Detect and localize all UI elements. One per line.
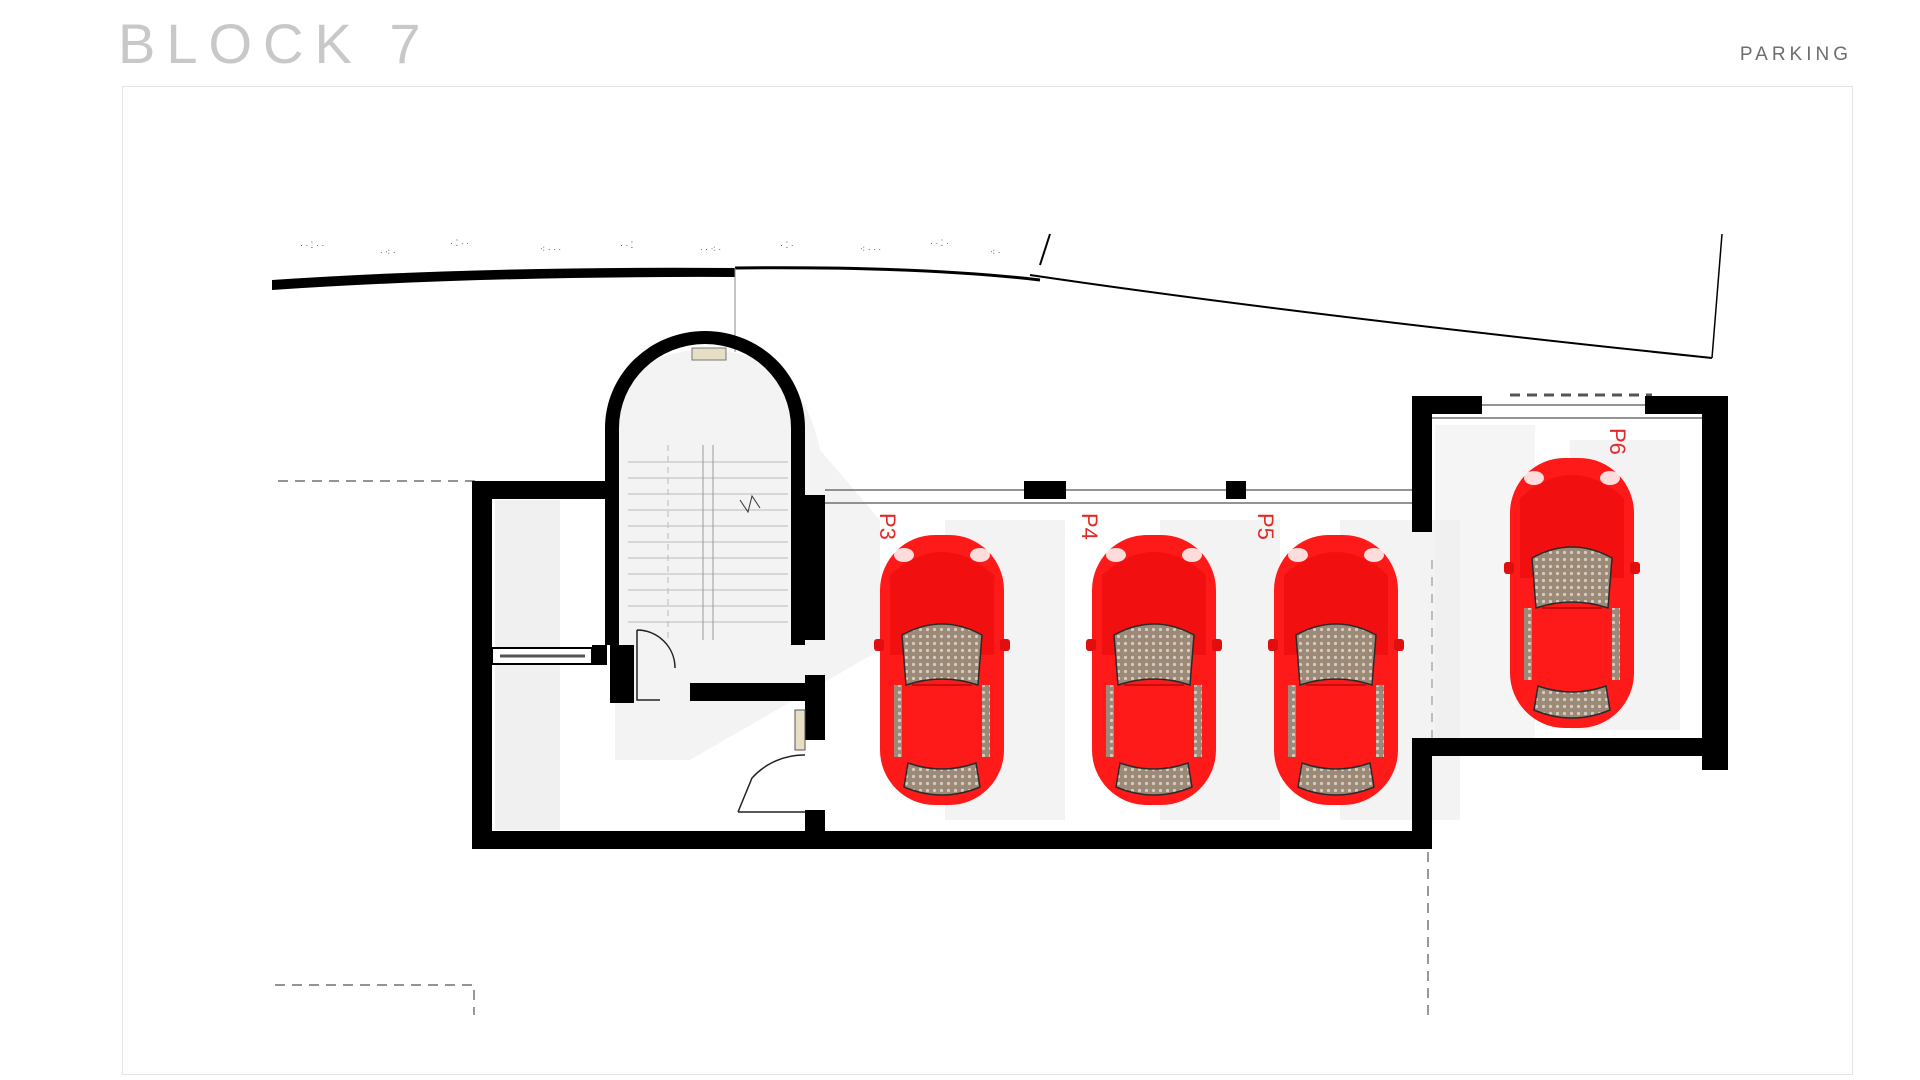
street-wall: · ∙ ⁚ · · ∙ ⁖ · · ⁚ ∙ · ⁖ · ∙ · · ∙ ⁚ ∙ · ⁖… xyxy=(272,233,1723,359)
stair-landing-wall xyxy=(690,683,805,701)
svg-text:· ∙ ⁚ ·: · ∙ ⁚ · xyxy=(930,238,949,248)
stair-window xyxy=(691,347,727,361)
svg-text:· ∙ ⁚ · ·: · ∙ ⁚ · · xyxy=(300,240,324,250)
section-label: PARKING xyxy=(1739,44,1852,65)
dashed-lines xyxy=(275,393,1652,1015)
gravel-texture: · ∙ ⁚ · · ∙ ⁖ · · ⁚ ∙ · ⁖ · ∙ · · ∙ ⁚ ∙ · ⁖… xyxy=(300,238,1000,257)
door-swing-stair xyxy=(636,629,676,701)
svg-text:· ∙ ⁚: · ∙ ⁚ xyxy=(620,240,633,250)
bay-edges xyxy=(825,404,1702,738)
svg-text:⁖ ∙: ⁖ ∙ xyxy=(990,247,1000,257)
svg-text:· ⁚ ∙: · ⁚ ∙ xyxy=(780,240,793,250)
car-bay-p6 xyxy=(1503,457,1641,729)
car-bay-p5 xyxy=(1267,534,1405,806)
car-bay-p3 xyxy=(873,534,1011,806)
svg-text:∙ · ⁖ ·: ∙ · ⁖ · xyxy=(700,244,721,254)
plan-frame xyxy=(122,86,1853,1075)
car-bay-p4 xyxy=(1085,534,1223,806)
stairs xyxy=(628,445,788,640)
page-title: BLOCK 7 xyxy=(118,12,432,75)
bay-label-p6: P6 xyxy=(1605,428,1630,455)
bay-label-p3: P3 xyxy=(875,513,900,540)
door-swing-garage xyxy=(737,754,806,813)
svg-text:· ⁚ ∙ ·: · ⁚ ∙ · xyxy=(450,238,469,248)
bay-label-p4: P4 xyxy=(1077,513,1102,540)
bay-label-p5: P5 xyxy=(1253,513,1278,540)
garage-walls xyxy=(472,396,1728,849)
side-door xyxy=(491,645,607,665)
svg-text:∙ ⁖ ·: ∙ ⁖ · xyxy=(380,247,396,257)
svg-text:⁖ · ∙ ·: ⁖ · ∙ · xyxy=(860,244,881,254)
stair-arrow xyxy=(739,494,761,514)
svg-text:⁖ · ∙ ·: ⁖ · ∙ · xyxy=(540,244,561,254)
